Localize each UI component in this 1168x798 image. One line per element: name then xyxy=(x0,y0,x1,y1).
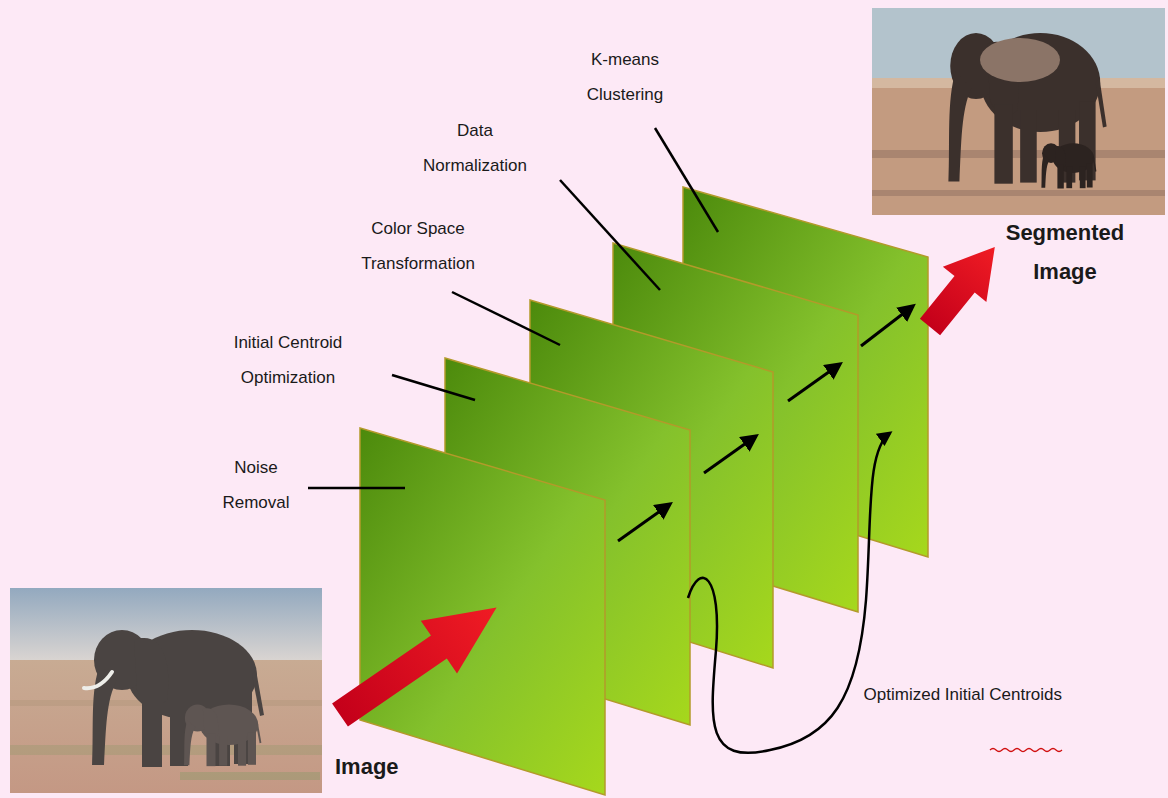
output-caption: Segmented Image xyxy=(995,213,1135,291)
segmented-photo xyxy=(872,8,1165,215)
output-arrow xyxy=(908,229,1016,344)
step-label: Initial Centroid Optimization xyxy=(208,325,368,395)
step-label: K-means Clustering xyxy=(575,42,675,112)
step-label: Noise Removal xyxy=(211,450,301,520)
stage-panels xyxy=(360,187,928,795)
leader-lines xyxy=(308,128,718,488)
input-photo xyxy=(10,588,322,793)
spellcheck-squiggle xyxy=(990,749,1062,752)
annotation: Optimized Initial Centroids xyxy=(862,677,1062,712)
step-label: Data Normalization xyxy=(410,113,540,183)
input-caption: Image xyxy=(335,752,425,782)
step-label: Color Space Transformation xyxy=(343,211,493,281)
input-arrow xyxy=(322,581,515,741)
